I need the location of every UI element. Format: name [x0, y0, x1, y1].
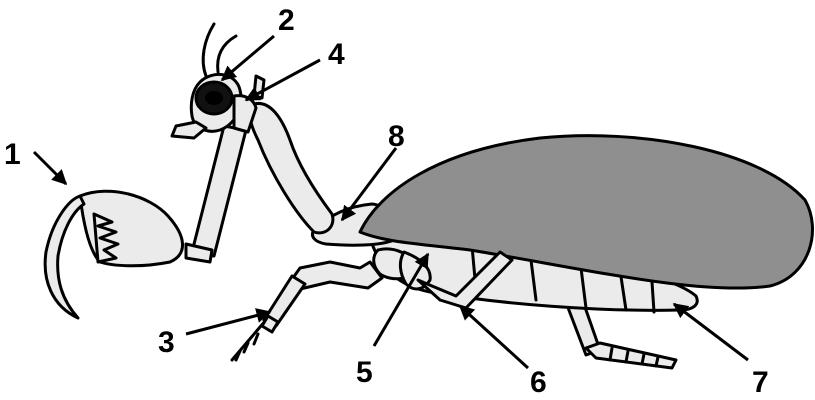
callout-8: 8 [388, 120, 405, 153]
head [172, 24, 264, 138]
callout-7: 7 [752, 366, 769, 399]
callout-2: 2 [278, 4, 295, 37]
middle-leg [232, 262, 382, 360]
arrow-7 [674, 304, 748, 360]
callout-1: 1 [4, 138, 21, 171]
arrow-2 [222, 36, 274, 80]
callout-4: 4 [328, 38, 345, 71]
callout-3: 3 [158, 326, 175, 359]
arrow-6 [460, 306, 528, 368]
arrow-1 [34, 152, 66, 184]
callout-5: 5 [356, 356, 373, 389]
callout-6: 6 [530, 366, 547, 399]
